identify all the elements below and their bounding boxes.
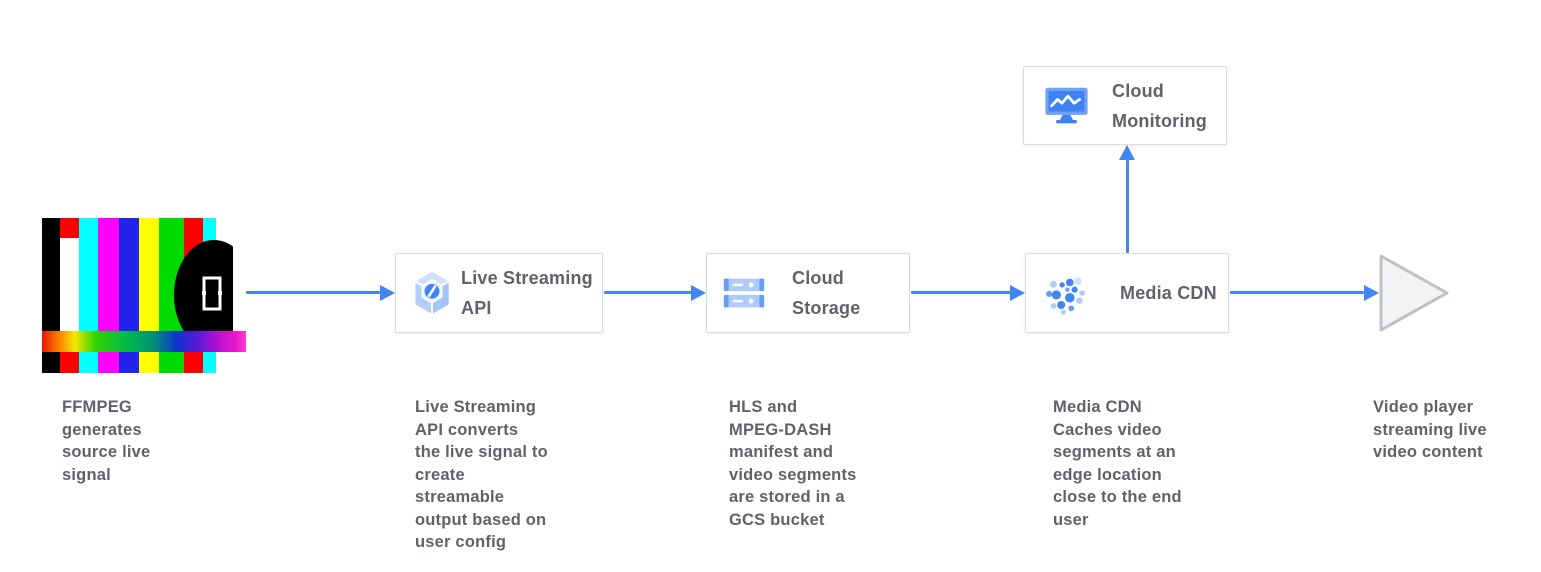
caption-video-player: Video player streaming live video conten… — [1373, 398, 1487, 461]
caption-cloud-storage: HLS and MPEG-DASH manifest and video seg… — [729, 398, 857, 529]
cloud-monitoring-icon — [1044, 86, 1089, 125]
node-label: Cloud Monitoring — [1112, 80, 1207, 131]
media-cdn-icon — [1042, 270, 1088, 316]
arrow-shaft — [246, 291, 380, 294]
node-label: Media CDN — [1120, 283, 1217, 303]
arrow-head-up-icon — [1119, 145, 1135, 160]
arrow-head-right-icon — [691, 285, 706, 301]
node-label: Cloud Storage — [792, 268, 861, 318]
caption-live-streaming-api: Live Streaming API converts the live sig… — [415, 398, 548, 551]
arrow-head-right-icon — [1010, 285, 1025, 301]
cloud-storage-icon — [721, 270, 767, 316]
video-player-play-icon — [1379, 254, 1449, 332]
node-media-cdn: Media CDN — [1025, 253, 1229, 333]
tv-test-pattern-image — [42, 218, 246, 373]
live-streaming-api-icon — [411, 270, 453, 316]
arrow-shaft — [1126, 159, 1129, 253]
node-cloud-monitoring: Cloud Monitoring — [1023, 66, 1227, 145]
arrow-head-right-icon — [1364, 285, 1379, 301]
node-cloud-storage: Cloud Storage — [706, 253, 910, 333]
caption-media-cdn: Media CDN Caches video segments at an ed… — [1053, 398, 1182, 529]
caption-source: FFMPEG generates source live signal — [62, 398, 151, 484]
node-label: Live Streaming API — [461, 268, 593, 318]
node-live-streaming-api: Live Streaming API — [395, 253, 603, 333]
arrow-head-right-icon — [380, 285, 395, 301]
arrow-shaft — [1230, 291, 1364, 294]
arrow-shaft — [911, 291, 1011, 294]
arrow-shaft — [604, 291, 692, 294]
